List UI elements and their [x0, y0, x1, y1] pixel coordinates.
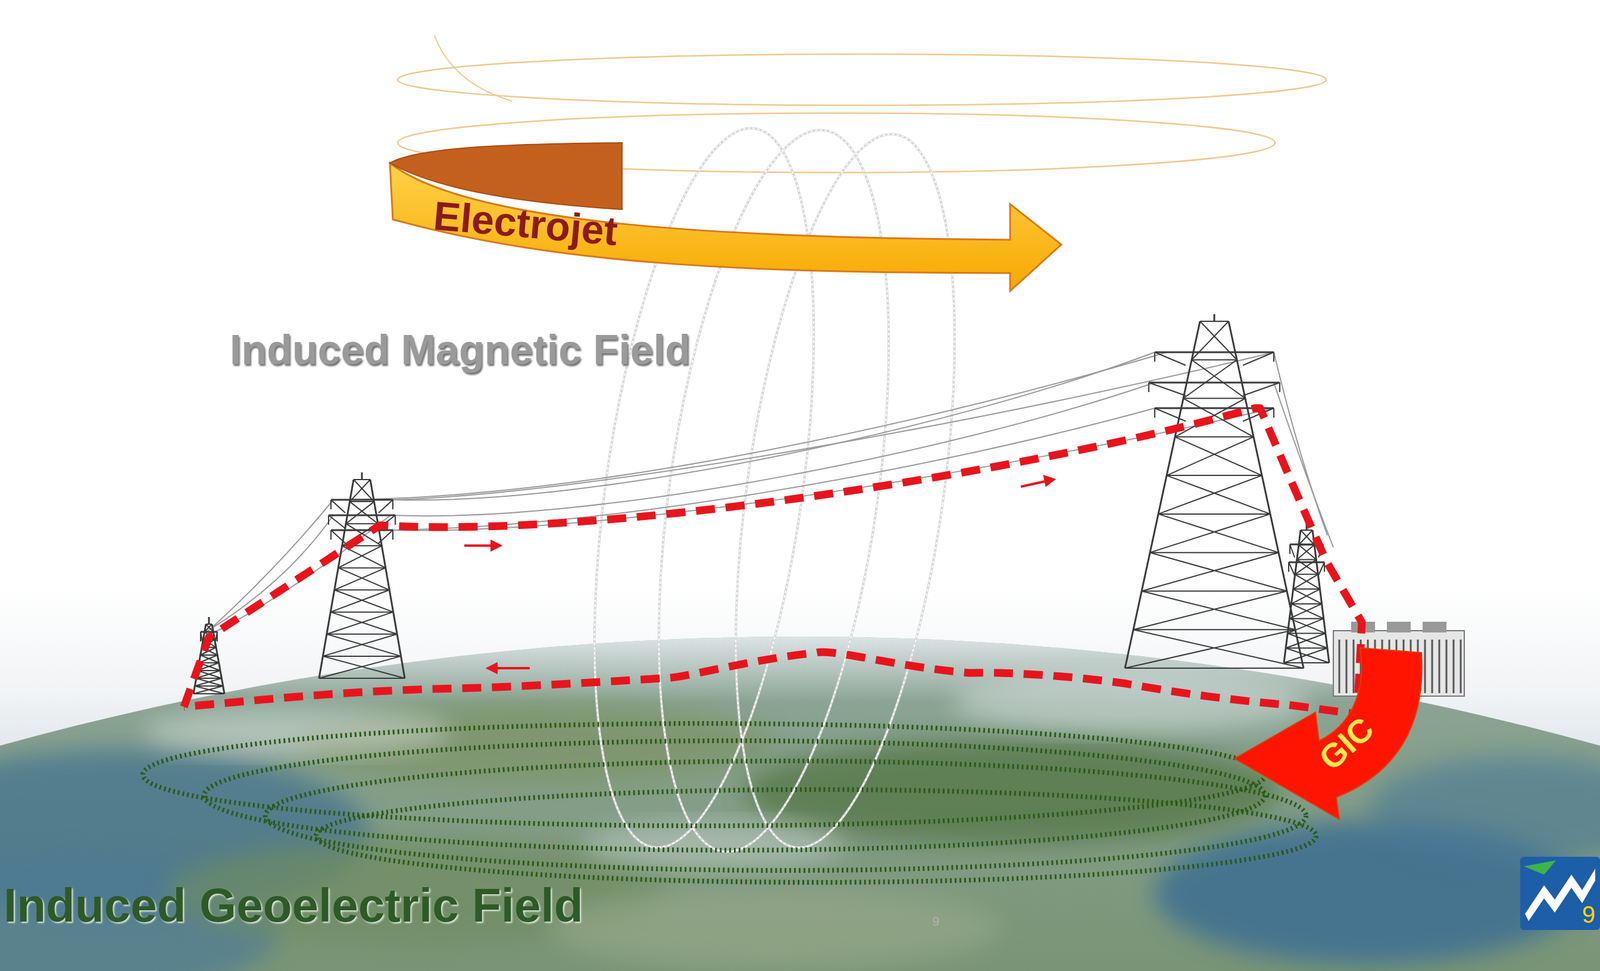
field-label: Induced Geoelectric Field	[3, 878, 584, 934]
power-lines	[205, 352, 1334, 633]
gic-current-path	[183, 408, 1362, 715]
logo-box: 9	[1520, 857, 1600, 931]
node-text: 9	[1582, 901, 1596, 928]
current-direction-arrows	[464, 476, 1054, 673]
electrojet-arrow: Electrojet	[380, 136, 1072, 299]
node-shape	[1232, 645, 1429, 816]
field-label: Induced Magnetic Field	[229, 326, 691, 375]
electrojet-orbit	[434, 35, 512, 102]
electrojet-orbit	[397, 54, 1327, 106]
earth-texture	[0, 630, 1600, 971]
geoelectric-field-loops	[142, 723, 1317, 883]
gic-arrow: GIC	[1232, 645, 1429, 816]
page-number: 9	[932, 914, 940, 930]
